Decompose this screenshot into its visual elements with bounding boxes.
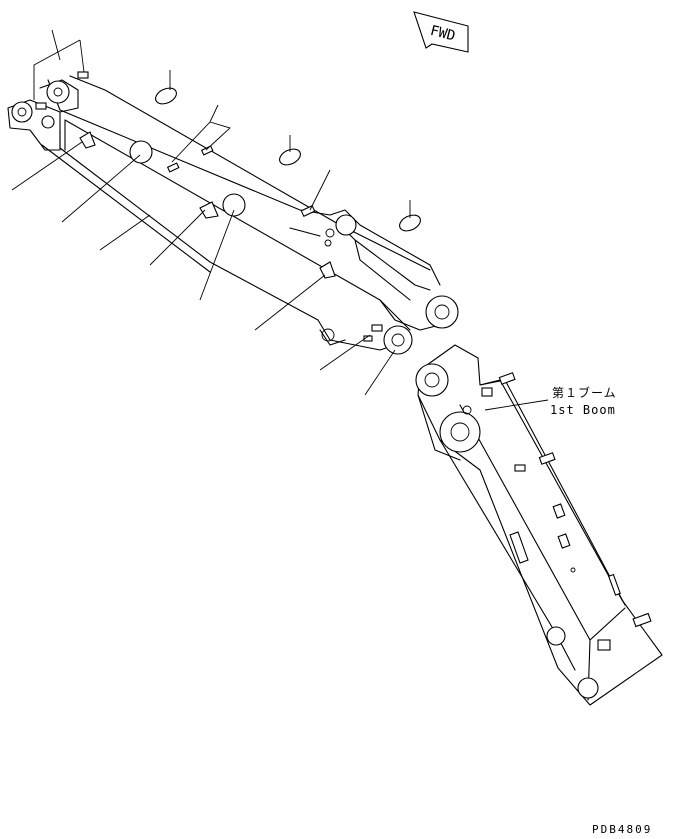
drawing-code: PDB4809 [592, 823, 653, 836]
leader-lines-upper [11, 29, 411, 396]
leader-line-first-boom [484, 399, 549, 411]
part-name-en: 1st Boom [550, 403, 616, 417]
part-name-jp: 第１ブーム [552, 386, 617, 400]
fwd-arrow: FWD [413, 11, 469, 53]
fwd-text: FWD [428, 23, 456, 45]
upper-boom [7, 71, 459, 355]
first-boom [415, 344, 663, 706]
